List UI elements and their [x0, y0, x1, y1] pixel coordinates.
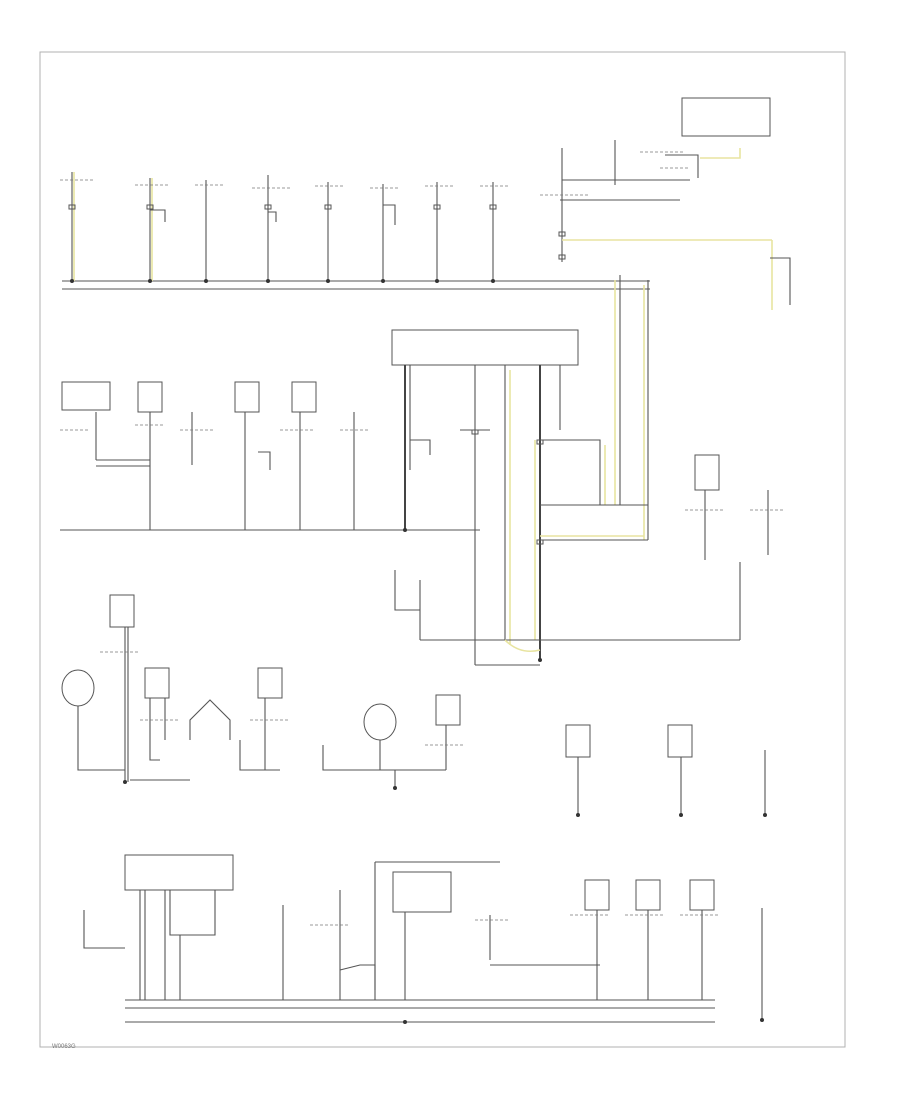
component-box-7 — [144, 667, 170, 699]
ground-icon — [576, 813, 580, 817]
component-box-4 — [291, 381, 317, 413]
ground-icon — [491, 279, 495, 283]
connector-icon — [146, 204, 154, 210]
top-section — [60, 97, 791, 540]
component-box-10 — [565, 724, 591, 758]
ground-icon — [403, 528, 407, 532]
component-box-3 — [234, 381, 260, 413]
connector-icon — [558, 231, 566, 237]
ground-symbols — [70, 279, 767, 1024]
connector-icon — [433, 204, 441, 210]
ground-icon — [679, 813, 683, 817]
diagram-footer-code: W0063G — [52, 1044, 76, 1050]
ground-icon — [538, 658, 542, 662]
component-box-11 — [667, 724, 693, 758]
ground-icon — [266, 279, 270, 283]
connector-icon — [536, 439, 544, 445]
bottom-section — [83, 854, 763, 1023]
sensor-ellipse-2 — [363, 703, 397, 741]
sensor-ellipse-1 — [61, 669, 95, 707]
connector-icon — [536, 539, 544, 545]
ground-icon — [204, 279, 208, 283]
component-box-8 — [257, 667, 283, 699]
diagram-frame — [39, 51, 846, 1048]
ground-icon — [326, 279, 330, 283]
bottom-left-module — [124, 854, 234, 891]
ground-icon — [123, 780, 127, 784]
connector-icon — [324, 204, 332, 210]
ground-icon — [435, 279, 439, 283]
component-box-12 — [584, 879, 610, 911]
component-box-13 — [635, 879, 661, 911]
middle-section — [60, 329, 785, 666]
ground-icon — [148, 279, 152, 283]
lower-middle-section — [61, 594, 766, 815]
component-box-2 — [137, 381, 163, 413]
ground-icon — [381, 279, 385, 283]
component-box-6 — [109, 594, 135, 628]
component-box-9 — [435, 694, 461, 726]
control-module-box — [391, 329, 579, 366]
connector-icon — [471, 429, 479, 435]
component-box-14 — [689, 879, 715, 911]
connector-icon — [489, 204, 497, 210]
top-right-module — [681, 97, 771, 137]
ground-icon — [760, 1018, 764, 1022]
bottom-center-module — [392, 871, 452, 913]
ground-icon — [70, 279, 74, 283]
component-box-1 — [61, 381, 111, 411]
connector-icon — [558, 254, 566, 260]
connector-marks — [68, 204, 566, 545]
connector-icon — [264, 204, 272, 210]
ground-icon — [393, 786, 397, 790]
component-box-5 — [694, 454, 720, 491]
ground-icon — [763, 813, 767, 817]
ground-icon — [403, 1020, 407, 1024]
connector-icon — [68, 204, 76, 210]
